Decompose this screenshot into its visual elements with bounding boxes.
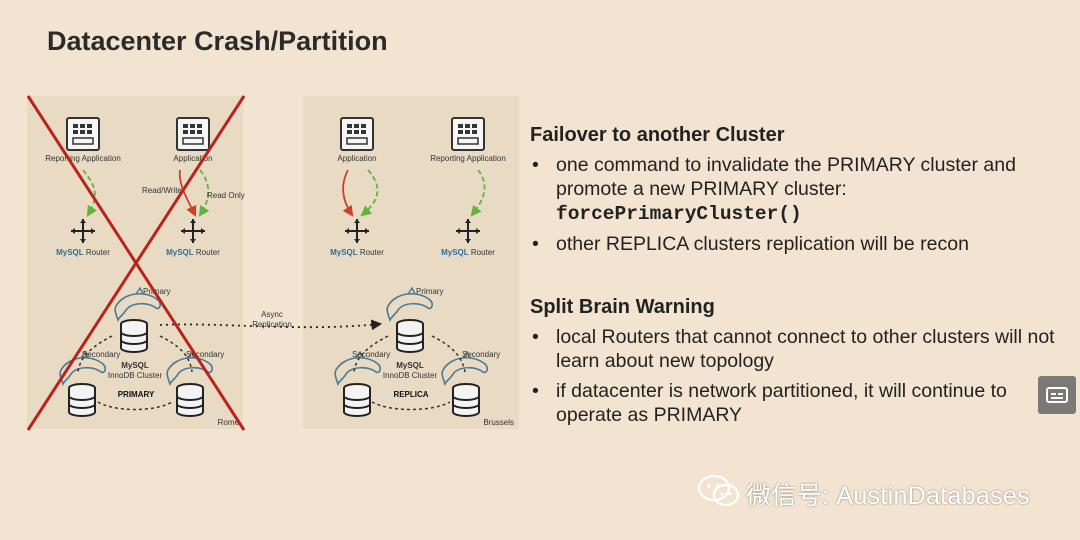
rome-router-1-brand: MySQL xyxy=(56,248,84,257)
async-label-1: Async xyxy=(261,310,283,319)
brussels-router-2-brand: MySQL xyxy=(441,248,469,257)
split-brain-heading: Split Brain Warning xyxy=(530,296,715,318)
rome-app-label-1: Reporting Application xyxy=(45,154,121,163)
rome-read-write-arrow xyxy=(178,169,197,217)
rome-router-1-suffix: Router xyxy=(84,248,111,257)
failover-bullets: one command to invalidate the PRIMARY cl… xyxy=(530,153,1070,256)
brussels-router-2-label: MySQL Router xyxy=(441,248,495,257)
brussels-cluster-links xyxy=(353,335,466,411)
async-replication-arrow xyxy=(159,319,383,331)
brussels-primary-db-icon xyxy=(396,319,424,353)
rome-read-only-arrow-2 xyxy=(198,169,210,217)
brussels-secondary-1-db-icon xyxy=(343,383,371,417)
rome-secondary-1-db-icon xyxy=(68,383,96,417)
rome-primary-label: Primary xyxy=(143,287,171,296)
rome-router-2-label: MySQL Router xyxy=(166,248,220,257)
brussels-secondary-2-db-icon xyxy=(452,383,480,417)
rome-cluster-links xyxy=(77,335,193,411)
brussels-secondary-1-label: Secondary xyxy=(352,350,390,359)
brussels-app-label-2: Reporting Application xyxy=(430,154,506,163)
rome-secondary-2-label: Secondary xyxy=(186,350,224,359)
rome-primary-db-icon xyxy=(120,319,148,353)
brussels-router-1-brand: MySQL xyxy=(330,248,358,257)
failover-bullet-2: other REPLICA clusters replication will … xyxy=(530,232,1070,256)
brussels-application-icon xyxy=(340,117,374,151)
rome-cluster-name: InnoDB Cluster xyxy=(108,371,163,380)
brussels-router-1-label: MySQL Router xyxy=(330,248,384,257)
failover-bullet-1: one command to invalidate the PRIMARY cl… xyxy=(530,153,1070,226)
brussels-cluster-role: REPLICA xyxy=(393,390,428,399)
slide-title: Datacenter Crash/Partition xyxy=(47,26,388,56)
rome-cluster-role: PRIMARY xyxy=(118,390,155,399)
rome-router-1-icon xyxy=(70,218,96,244)
brussels-router-2-suffix: Router xyxy=(469,248,496,257)
split-brain-bullet-2: if datacenter is network partitioned, it… xyxy=(530,379,1075,427)
brussels-read-only-arrow-2 xyxy=(470,169,486,217)
brussels-app-label-1: Application xyxy=(337,154,376,163)
brussels-router-1-icon xyxy=(344,218,370,244)
rome-router-2-icon xyxy=(180,218,206,244)
captions-button[interactable] xyxy=(1038,376,1076,414)
rome-secondary-2-db-icon xyxy=(176,383,204,417)
rome-read-only-label: Read Only xyxy=(207,191,245,200)
split-brain-bullets: local Routers that cannot connect to oth… xyxy=(530,325,1075,427)
rome-cluster-brand: MySQL xyxy=(121,361,149,370)
brussels-cluster-brand: MySQL xyxy=(396,361,424,370)
wechat-watermark: 微信号: AustinDatabases xyxy=(746,482,1030,510)
rome-read-write-label: Read/Write xyxy=(142,186,182,195)
split-brain-section: Split Brain Warning local Routers that c… xyxy=(530,296,1075,433)
force-primary-command: forcePrimaryCluster() xyxy=(556,203,802,225)
brussels-read-only-arrow-1 xyxy=(360,169,379,217)
failover-section: Failover to another Cluster one command … xyxy=(530,124,1070,262)
brussels-read-write-arrow xyxy=(342,169,354,217)
brussels-cluster-name: InnoDB Cluster xyxy=(383,371,438,380)
wechat-icon xyxy=(697,474,740,507)
async-label-2: Replication xyxy=(252,320,292,329)
rome-crash-cross-line-2 xyxy=(26,95,246,431)
failover-bullet-1-line-2: promote a new PRIMARY cluster: xyxy=(556,178,847,200)
brussels-secondary-2-label: Secondary xyxy=(462,350,500,359)
rome-read-only-arrow-1 xyxy=(82,169,98,217)
failover-heading: Failover to another Cluster xyxy=(530,124,785,146)
rome-secondary-1-label: Secondary xyxy=(82,350,120,359)
brussels-router-1-suffix: Router xyxy=(358,248,385,257)
rome-reporting-app-icon xyxy=(66,117,100,151)
brussels-location-label: Brussels xyxy=(483,418,514,427)
rome-application-icon xyxy=(176,117,210,151)
brussels-primary-label: Primary xyxy=(416,287,444,296)
rome-router-1-label: MySQL Router xyxy=(56,248,110,257)
rome-router-2-brand: MySQL xyxy=(166,248,194,257)
rome-location-label: Rome xyxy=(218,418,240,427)
brussels-datacenter-panel xyxy=(303,96,519,429)
split-brain-bullet-1: local Routers that cannot connect to oth… xyxy=(530,325,1075,373)
brussels-router-2-icon xyxy=(455,218,481,244)
brussels-reporting-app-icon xyxy=(451,117,485,151)
rome-app-label-2: Application xyxy=(173,154,212,163)
failover-bullet-1-line-1: one command to invalidate the PRIMARY cl… xyxy=(556,154,1016,176)
captions-icon xyxy=(1046,387,1068,403)
rome-router-2-suffix: Router xyxy=(194,248,221,257)
